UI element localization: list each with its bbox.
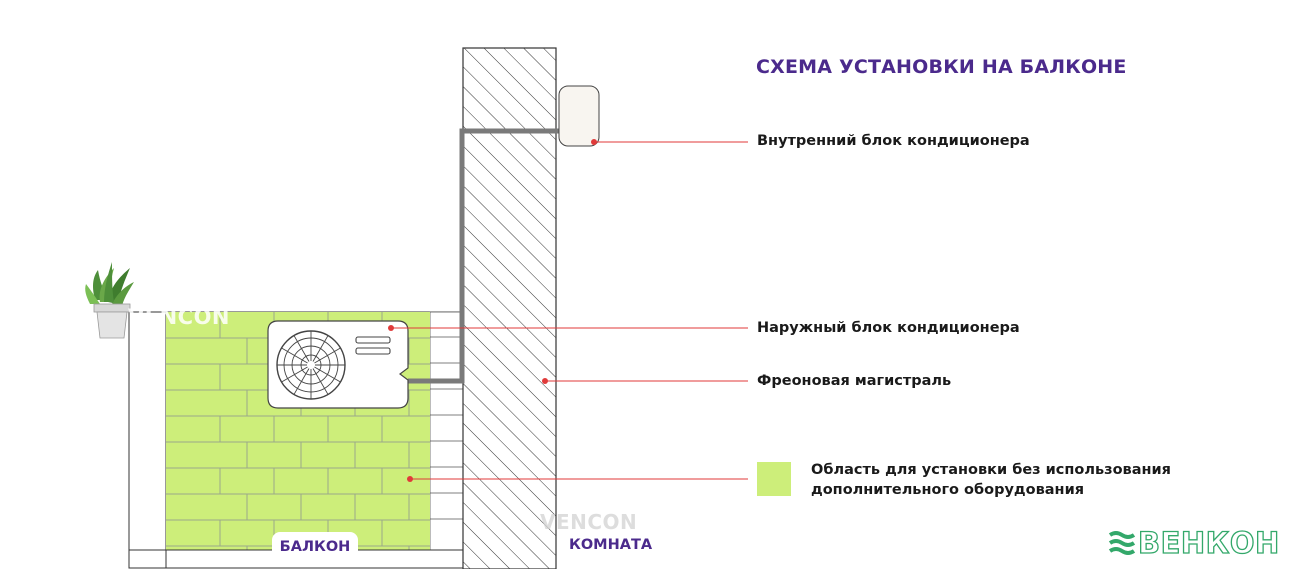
legend-line-2: дополнительного оборудования: [811, 482, 1085, 498]
indoor-unit: [558, 85, 600, 147]
outdoor-unit: [267, 320, 409, 409]
label-outdoor-unit: Наружный блок кондиционера: [757, 320, 1020, 336]
leader-indoor-dot: [591, 139, 597, 145]
building-wall: [462, 47, 557, 569]
leader-outdoor-dot: [388, 325, 394, 331]
page-title: СХЕМА УСТАНОВКИ НА БАЛКОНЕ: [756, 56, 1127, 78]
brand-waves-icon: [1108, 531, 1136, 555]
plant-icon: [85, 262, 134, 339]
label-freon-line: Фреоновая магистраль: [757, 373, 952, 389]
legend-line-1: Область для установки без использования: [811, 462, 1171, 478]
watermark-logo-2: VENCON: [540, 510, 638, 534]
zone-label-balcony: БАЛКОН: [272, 532, 358, 562]
legend-text: Область для установки без использования …: [811, 460, 1171, 500]
leader-freon-dot: [542, 378, 548, 384]
leader-lines: [388, 139, 748, 482]
brand-logo: ВЕНКОН: [1108, 525, 1280, 561]
leader-area-dot: [407, 476, 413, 482]
fan-grille: [277, 331, 345, 399]
watermark-logo: VENCON: [128, 305, 231, 329]
label-indoor-unit: Внутренний блок кондиционера: [757, 133, 1030, 149]
legend-swatch: [757, 462, 791, 496]
brand-name: ВЕНКОН: [1137, 525, 1280, 560]
freon-pipe: [408, 128, 560, 384]
zone-label-room: КОМНАТА: [569, 537, 653, 553]
white-brick-column: [429, 311, 464, 551]
